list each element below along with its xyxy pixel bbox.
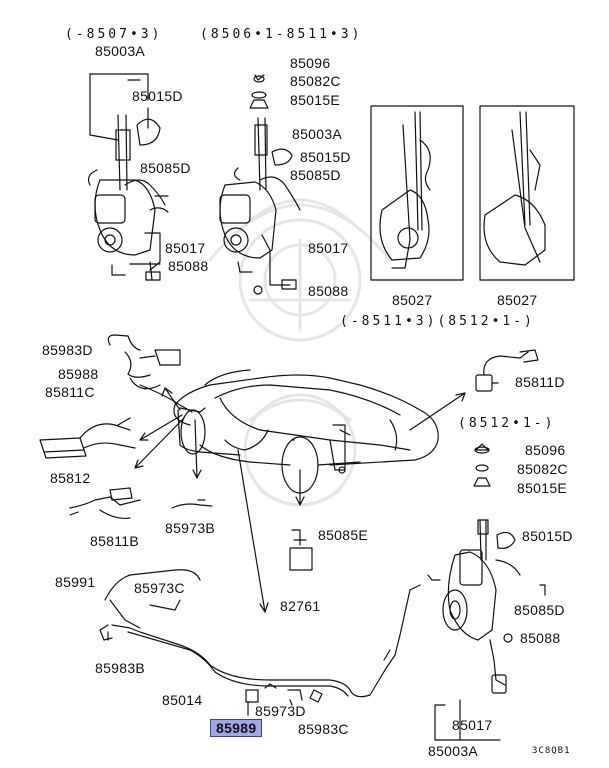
part-label[interactable]: 85003A — [95, 43, 146, 59]
parts-stack-right — [473, 443, 491, 487]
antenna-box-right — [479, 105, 575, 281]
part-label[interactable]: 85017 — [452, 717, 493, 733]
part-label[interactable]: 85811D — [515, 374, 565, 390]
part-label[interactable]: 85973D — [255, 703, 306, 719]
part-label[interactable]: 85027 — [392, 292, 433, 308]
part-label[interactable]: 85983D — [42, 342, 93, 358]
part-label[interactable]: 85014 — [162, 692, 203, 708]
part-label[interactable]: 85812 — [50, 470, 91, 486]
date-code-right: (8512•1-) — [458, 416, 556, 431]
part-label[interactable]: 85988 — [58, 366, 99, 382]
part-label[interactable]: 85027 — [497, 292, 538, 308]
part-label[interactable]: 85085D — [290, 167, 341, 183]
part-label[interactable]: 85973C — [134, 580, 185, 596]
part-label[interactable]: 85015D — [522, 528, 573, 544]
date-code-top-mid: (8506•1-8511•3) — [200, 27, 363, 42]
part-label[interactable]: 85085D — [514, 602, 565, 618]
part-label[interactable]: 85088 — [520, 630, 561, 646]
part-label[interactable]: 85017 — [308, 240, 349, 256]
part-label[interactable]: 85088 — [168, 258, 209, 274]
part-label[interactable]: 85082C — [517, 461, 568, 477]
part-label[interactable]: 85015E — [290, 92, 341, 108]
watermark-emblem — [208, 198, 392, 507]
part-label[interactable]: 85983B — [95, 660, 146, 676]
part-label[interactable]: 85983C — [298, 721, 349, 737]
part-label[interactable]: 85015E — [517, 480, 568, 496]
antenna-assembly-mid — [219, 74, 301, 295]
part-label[interactable]: 85096 — [290, 55, 331, 71]
part-label[interactable]: 85973B — [165, 520, 216, 536]
part-label[interactable]: 85082C — [290, 73, 341, 89]
part-label[interactable]: 85811C — [45, 384, 95, 400]
car-body-outline — [173, 369, 439, 494]
part-label-highlighted[interactable]: 85989 — [210, 719, 263, 737]
part-label[interactable]: 85015D — [300, 149, 351, 165]
date-code-top-left: (-8507•3) — [65, 27, 163, 42]
part-label[interactable]: 85088 — [308, 283, 349, 299]
part-label[interactable]: 85096 — [525, 442, 566, 458]
antenna-assembly-late — [427, 519, 546, 694]
part-label[interactable]: 85085E — [318, 527, 369, 543]
part-label[interactable]: 82761 — [280, 598, 321, 614]
antenna-box-left — [370, 105, 464, 281]
leader-arrows — [134, 387, 466, 613]
part-label[interactable]: 85991 — [55, 574, 96, 590]
date-code-mid-right: (-8511•3)(8512•1-) — [340, 314, 535, 329]
part-label[interactable]: 85015D — [132, 88, 183, 104]
module-85811D — [475, 349, 539, 392]
part-label[interactable]: 85811B — [90, 533, 140, 549]
part-label[interactable]: 85017 — [165, 240, 206, 256]
part-label[interactable]: 85085D — [140, 160, 191, 176]
antenna-cable-85014 — [99, 569, 421, 716]
antenna-assembly-early — [87, 73, 169, 281]
part-label[interactable]: 85003A — [428, 743, 479, 759]
harness-components-left — [39, 334, 313, 571]
figure-code: 3C8QB1 — [532, 746, 571, 756]
part-label[interactable]: 85003A — [292, 126, 343, 142]
label-leaders — [434, 699, 501, 741]
